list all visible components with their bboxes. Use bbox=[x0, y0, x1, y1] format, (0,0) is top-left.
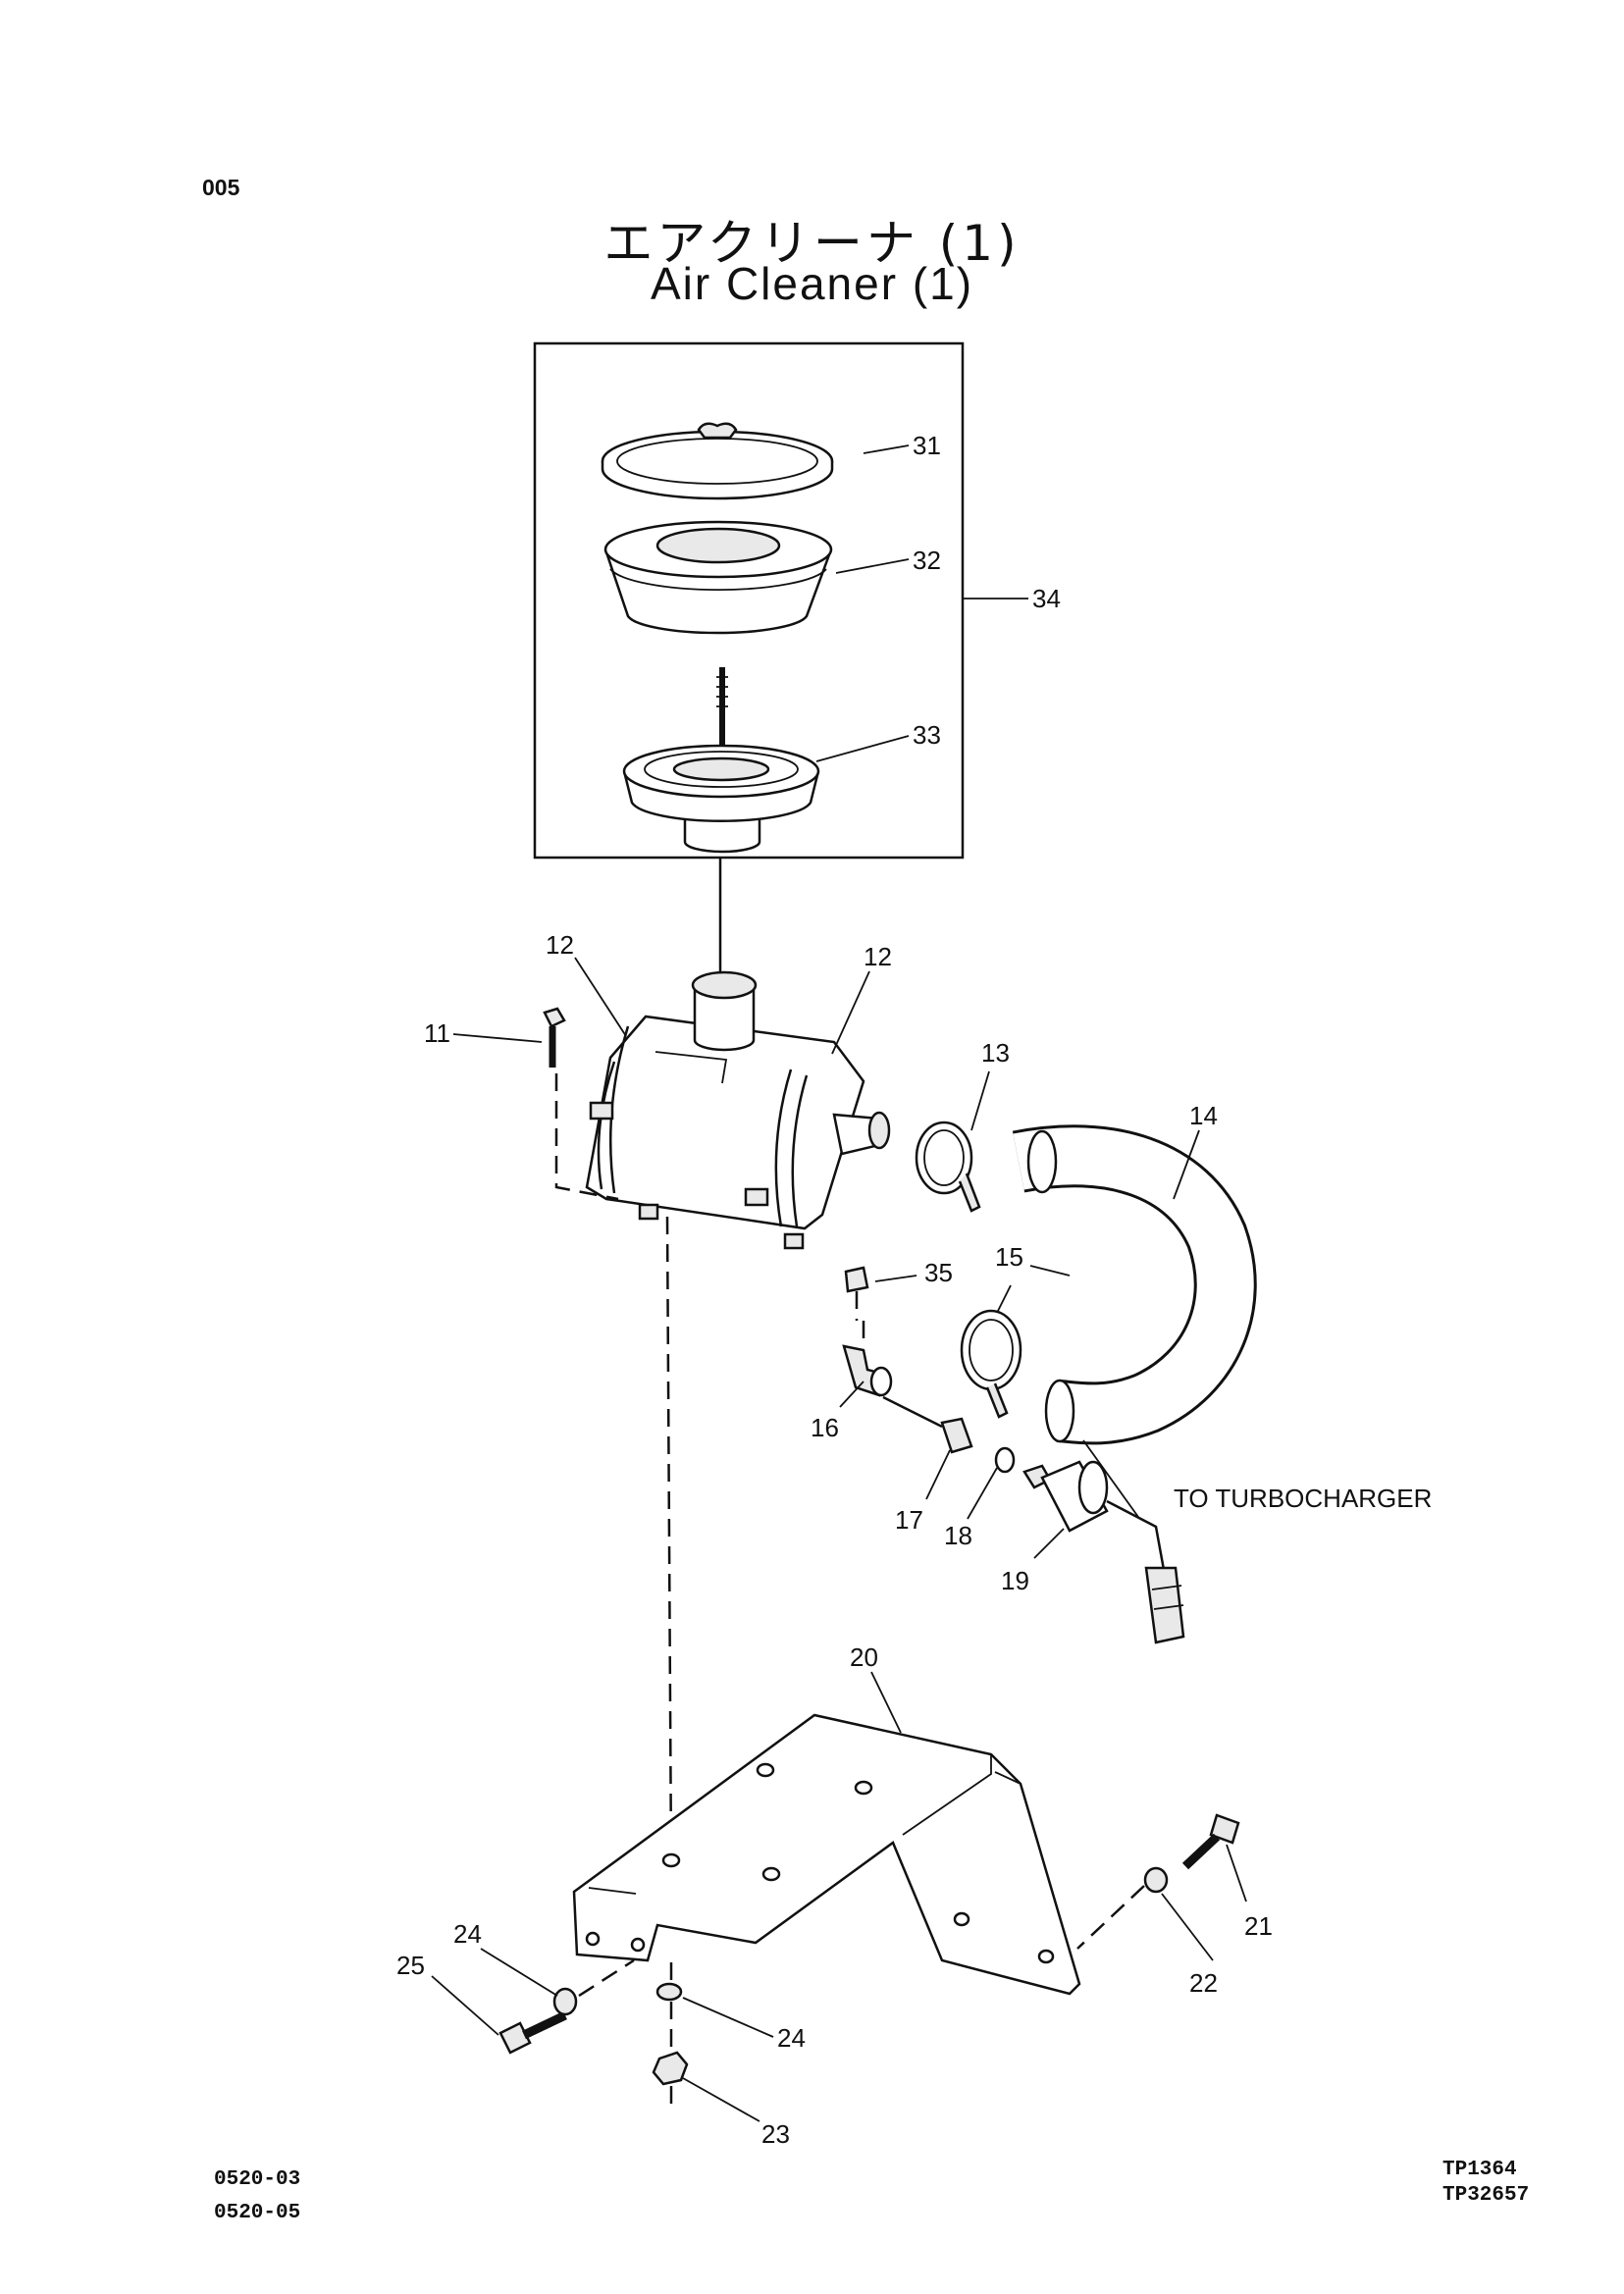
callout-31: 31 bbox=[913, 431, 941, 460]
callout-18: 18 bbox=[944, 1521, 972, 1550]
hose-clamp-part-15 bbox=[960, 1309, 1022, 1419]
callout-13: 13 bbox=[981, 1038, 1010, 1068]
callout-24-left: 24 bbox=[453, 1919, 482, 1949]
callout-20: 20 bbox=[850, 1642, 878, 1672]
bolt-part-21 bbox=[1181, 1813, 1240, 1870]
callout-15: 15 bbox=[995, 1242, 1023, 1272]
callout-34: 34 bbox=[1032, 584, 1061, 613]
footer-ref-right-2: TP32657 bbox=[1442, 2184, 1530, 2207]
element-base-part-33 bbox=[622, 667, 820, 854]
callout-33: 33 bbox=[913, 720, 941, 750]
callout-12-left: 12 bbox=[546, 930, 574, 960]
air-cleaner-housing-part-12 bbox=[585, 970, 891, 1250]
washer-part-22 bbox=[1143, 1866, 1169, 1894]
mounting-bracket-part-20 bbox=[572, 1713, 1081, 1996]
footer-ref-left-2: 0520-05 bbox=[214, 2202, 301, 2224]
callout-14: 14 bbox=[1189, 1101, 1218, 1130]
restriction-switch-part-19 bbox=[1022, 1460, 1185, 1644]
washer-part-24-left bbox=[552, 1987, 578, 2016]
bolt-part-25 bbox=[498, 2010, 567, 2055]
element-assembly-box bbox=[533, 341, 965, 860]
title-japanese: エアクリーナ (1) bbox=[603, 215, 1021, 272]
footer-ref-left-1: 0520-03 bbox=[214, 2168, 301, 2191]
callout-32: 32 bbox=[913, 546, 941, 575]
callout-11: 11 bbox=[424, 1018, 450, 1048]
callout-19: 19 bbox=[1001, 1566, 1029, 1595]
callout-17: 17 bbox=[895, 1505, 923, 1535]
callout-16: 16 bbox=[811, 1413, 839, 1442]
elbow-part-16 bbox=[842, 1344, 893, 1397]
callout-23: 23 bbox=[761, 2119, 790, 2149]
adapter-part-35 bbox=[844, 1266, 869, 1321]
bolt-part-11 bbox=[543, 1007, 566, 1068]
footer-ref-right-1: TP1364 bbox=[1442, 2159, 1517, 2181]
title-english: Air Cleaner (1) bbox=[650, 258, 974, 309]
washer-part-24-lower bbox=[655, 1982, 683, 2002]
intake-hose-part-14 bbox=[1012, 1124, 1257, 1445]
page-number: 005 bbox=[202, 175, 240, 200]
turbocharger-note: TO TURBOCHARGER bbox=[1174, 1484, 1432, 1513]
callout-22: 22 bbox=[1189, 1968, 1218, 1998]
callout-12-right: 12 bbox=[864, 942, 892, 971]
hose-clamp-part-13 bbox=[915, 1121, 981, 1213]
callout-21: 21 bbox=[1244, 1911, 1273, 1941]
callout-25: 25 bbox=[396, 1951, 425, 1980]
o-ring-part-18 bbox=[994, 1446, 1016, 1474]
cover-part-31 bbox=[601, 422, 834, 500]
callout-35: 35 bbox=[924, 1258, 953, 1287]
leader-lines bbox=[431, 444, 1247, 2122]
nut-part-23 bbox=[652, 2051, 689, 2086]
adapter-part-17 bbox=[940, 1417, 973, 1454]
filter-element-part-32 bbox=[603, 520, 833, 635]
callout-24-lower: 24 bbox=[777, 2023, 806, 2053]
